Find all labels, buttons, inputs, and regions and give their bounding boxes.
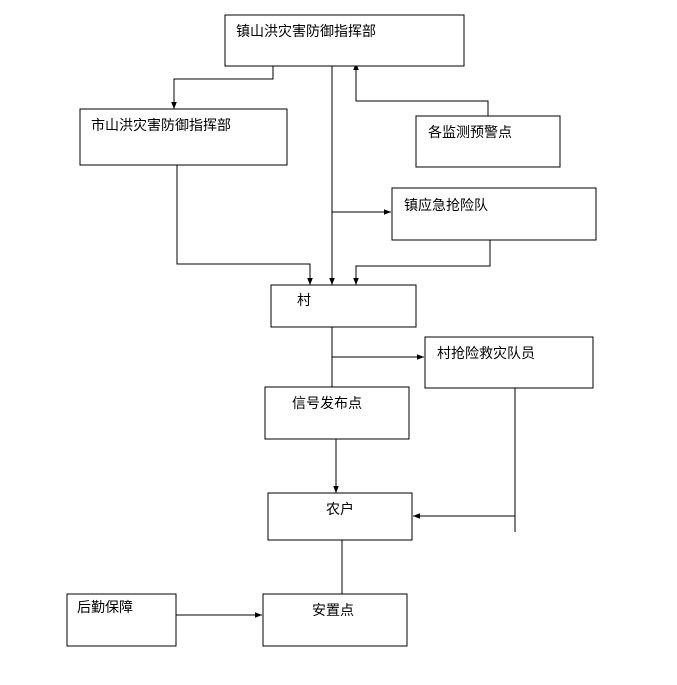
node-farmers: 农户 [267,492,413,541]
node-signal-point-label: 信号发布点 [292,396,362,412]
node-village-box [270,284,417,328]
node-town-rescue-team-label: 镇应急抢险队 [404,197,488,214]
edge-town-rescue-to-village [353,240,491,285]
edge-village-to-rescue-members [331,327,424,360]
node-town-hq-label: 镇山洪灾害防御指挥部 [236,23,376,40]
node-village-label: 村 [297,293,311,309]
node-village: 村 [270,284,417,328]
node-logistics-label: 后勤保障 [77,600,133,616]
node-logistics: 后勤保障 [66,593,177,647]
node-town-rescue-team-box [391,187,597,241]
node-shelter: 安置点 [262,593,408,647]
node-town-rescue-team: 镇应急抢险队 [391,187,597,241]
node-signal-point-box [264,386,410,440]
node-city-hq: 市山洪灾害防御指挥部 [79,108,288,166]
node-village-rescue-members-label: 村抢险救灾队员 [437,345,535,362]
node-signal-point: 信号发布点 [264,386,410,440]
node-monitor-points-label: 各监测预警点 [428,125,512,141]
node-city-hq-label: 市山洪灾害防御指挥部 [91,117,231,134]
node-farmers-box [267,492,413,541]
node-farmers-label: 农户 [326,501,354,518]
node-village-rescue-members: 村抢险救灾队员 [424,336,594,389]
edge-monitor-to-town-hq [353,63,489,116]
edges [171,63,516,618]
node-monitor-points-box [415,115,561,168]
node-shelter-box [262,593,408,647]
node-shelter-label: 安置点 [312,603,354,619]
edge-city-hq-to-village [176,161,313,285]
edge-town-hq-to-city-hq [171,63,274,109]
node-monitor-points: 各监测预警点 [415,115,561,168]
node-town-hq: 镇山洪灾害防御指挥部 [224,14,465,67]
node-village-rescue-members-box [424,336,594,389]
node-logistics-box [66,593,177,647]
node-city-hq-box [79,108,288,166]
node-town-hq-box [224,14,465,67]
